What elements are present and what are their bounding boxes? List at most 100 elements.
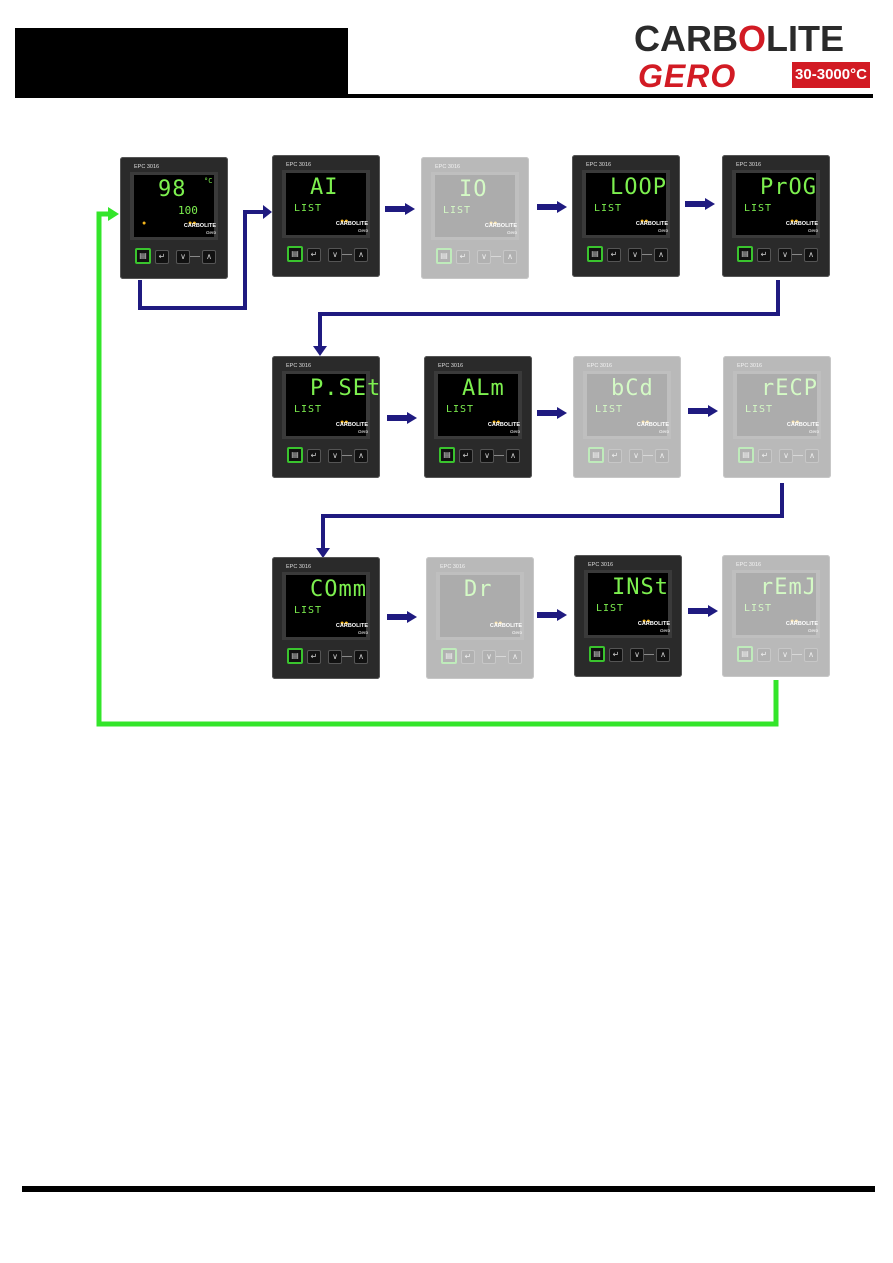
page-button[interactable]: ▤: [287, 447, 303, 463]
scroll-button[interactable]: ↵: [758, 449, 772, 463]
page-button[interactable]: ▤: [436, 248, 452, 264]
raise-button[interactable]: ∧: [805, 449, 819, 463]
arrow-ai-io: [385, 206, 407, 212]
scroll-button[interactable]: ↵: [459, 449, 473, 463]
controller-brand-sub: Gero: [205, 230, 216, 235]
display-main-readout: rECP: [761, 376, 818, 401]
lower-button[interactable]: ∨: [778, 248, 792, 262]
footer-rule: [22, 1186, 875, 1192]
controller-brand: CARBOLITE: [487, 422, 520, 428]
arrow-io-loop: [537, 204, 559, 210]
raise-button[interactable]: ∧: [508, 650, 522, 664]
scroll-button[interactable]: ↵: [307, 449, 321, 463]
scroll-button[interactable]: ↵: [456, 250, 470, 264]
button-divider: [644, 654, 654, 655]
page-button[interactable]: ▤: [441, 648, 457, 664]
raise-button[interactable]: ∧: [506, 449, 520, 463]
lower-button[interactable]: ∨: [480, 449, 494, 463]
display-main-readout: 98: [158, 177, 187, 202]
display-sub-label: LIST: [294, 605, 323, 616]
lower-button[interactable]: ∨: [477, 250, 491, 264]
raise-button[interactable]: ∧: [202, 250, 216, 264]
page-button[interactable]: ▤: [439, 447, 455, 463]
raise-button[interactable]: ∧: [354, 650, 368, 664]
raise-button[interactable]: ∧: [654, 248, 668, 262]
scroll-button[interactable]: ↵: [461, 650, 475, 664]
raise-button[interactable]: ∧: [804, 648, 818, 662]
controller-model-label: EPC 3016: [586, 162, 612, 168]
lower-button[interactable]: ∨: [328, 449, 342, 463]
controller-brand-sub: Gero: [357, 228, 368, 233]
scroll-button[interactable]: ↵: [609, 648, 623, 662]
scroll-button[interactable]: ↵: [155, 250, 169, 264]
controller-brand-sub: Gero: [808, 429, 819, 434]
raise-button[interactable]: ∧: [656, 648, 670, 662]
display-main-readout: Dr: [464, 577, 493, 602]
lower-button[interactable]: ∨: [630, 648, 644, 662]
lower-button[interactable]: ∨: [778, 648, 792, 662]
page-button[interactable]: ▤: [135, 248, 151, 264]
display-main-readout: bCd: [611, 376, 654, 401]
arrow-recp-to-comm: [321, 483, 784, 550]
page-button[interactable]: ▤: [287, 246, 303, 262]
scroll-button[interactable]: ↵: [608, 449, 622, 463]
lower-button[interactable]: ∨: [628, 248, 642, 262]
controller-brand-sub: Gero: [509, 429, 520, 434]
page-button[interactable]: ▤: [287, 648, 303, 664]
page-button[interactable]: ▤: [588, 447, 604, 463]
display-main-readout: AI: [310, 175, 339, 200]
lower-button[interactable]: ∨: [629, 449, 643, 463]
raise-button[interactable]: ∧: [354, 248, 368, 262]
arrow-home-to-ai: [138, 210, 263, 310]
lower-button[interactable]: ∨: [328, 650, 342, 664]
page-button[interactable]: ▤: [737, 246, 753, 262]
raise-button[interactable]: ∧: [503, 250, 517, 264]
page-button[interactable]: ▤: [589, 646, 605, 662]
lower-button[interactable]: ∨: [779, 449, 793, 463]
controller-bezel: Dr●●: [436, 572, 524, 640]
arrowhead-inst-remj: [708, 605, 718, 617]
controller-brand: CARBOLITE: [636, 422, 669, 428]
raise-button[interactable]: ∧: [804, 248, 818, 262]
scroll-button[interactable]: ↵: [757, 248, 771, 262]
scroll-button[interactable]: ↵: [757, 648, 771, 662]
page-button[interactable]: ▤: [737, 646, 753, 662]
controller-brand-sub: Gero: [657, 228, 668, 233]
controller-model-label: EPC 3016: [134, 164, 160, 170]
lower-button[interactable]: ∨: [328, 248, 342, 262]
arrow-dr-inst: [537, 612, 559, 618]
raise-button[interactable]: ∧: [354, 449, 368, 463]
arrow-pset-alm: [387, 415, 409, 421]
arrowhead-ai-io: [405, 203, 415, 215]
arrowhead-pset: [313, 346, 327, 356]
controller-brand-sub: Gero: [357, 429, 368, 434]
display-main-readout: LOOP: [610, 175, 667, 200]
scroll-button[interactable]: ↵: [307, 650, 321, 664]
raise-button[interactable]: ∧: [655, 449, 669, 463]
display-sub-label: LIST: [446, 404, 475, 415]
button-divider: [642, 254, 652, 255]
controller-brand: CARBOLITE: [786, 422, 819, 428]
page-button[interactable]: ▤: [738, 447, 754, 463]
controller-brand: CARBOLITE: [335, 623, 368, 629]
scroll-button[interactable]: ↵: [307, 248, 321, 262]
lower-button[interactable]: ∨: [482, 650, 496, 664]
controller-brand: CARBOLITE: [183, 223, 216, 229]
button-divider: [342, 254, 352, 255]
logo-wordmark: CARBOLITE: [634, 18, 844, 60]
scroll-button[interactable]: ↵: [607, 248, 621, 262]
page-button[interactable]: ▤: [587, 246, 603, 262]
lower-button[interactable]: ∨: [176, 250, 190, 264]
arrowhead-dr-inst: [557, 609, 567, 621]
